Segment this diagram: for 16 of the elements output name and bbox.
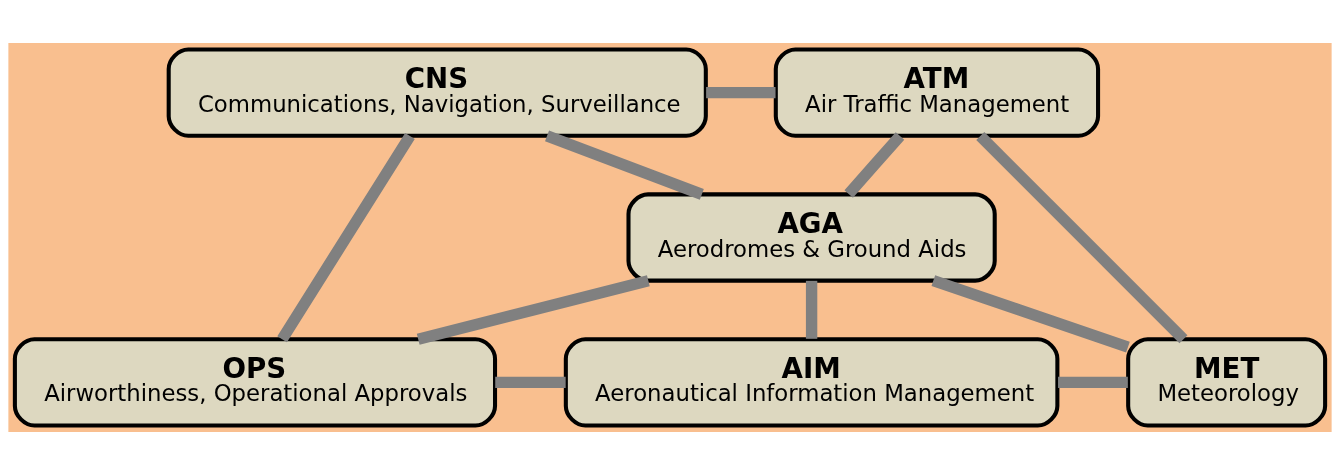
node-box: AGA Aerodromes & Ground Aids <box>626 192 997 283</box>
connector <box>1058 376 1128 389</box>
connector <box>805 280 818 339</box>
connector <box>976 132 1188 344</box>
connector <box>545 130 704 200</box>
connector <box>416 275 650 345</box>
node-box: MET Meteorology <box>1126 337 1328 428</box>
node-box: CNS Communications, Navigation, Surveillance <box>166 47 708 138</box>
connector <box>844 132 905 198</box>
connector <box>495 376 566 389</box>
connector <box>706 86 776 99</box>
node-box: AIM Aeronautical Information Management <box>563 337 1060 428</box>
node-box: OPS Airworthiness, Operational Approvals <box>12 337 498 428</box>
connector <box>931 275 1130 353</box>
connector <box>277 133 415 343</box>
node-box: ATM Air Traffic Management <box>773 47 1101 138</box>
